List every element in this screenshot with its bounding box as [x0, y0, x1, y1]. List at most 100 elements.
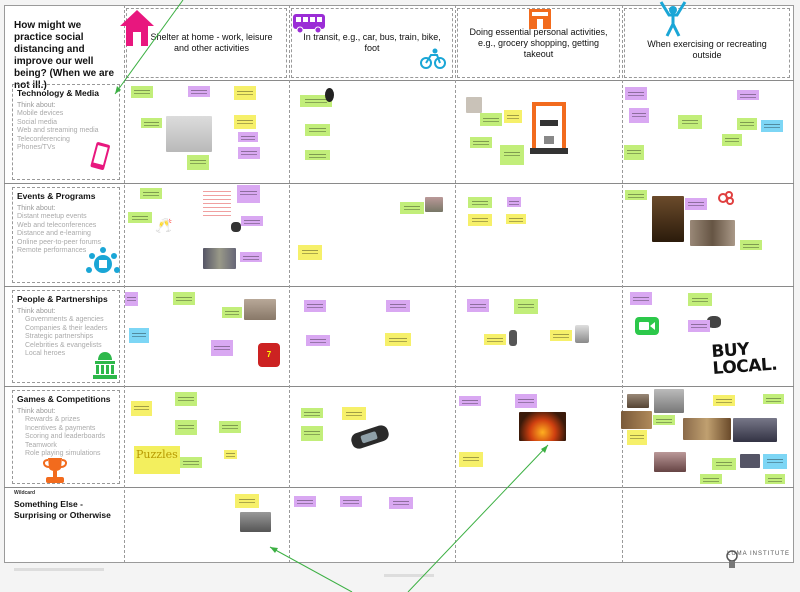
photo-3d-printer[interactable] — [526, 100, 572, 156]
sticky-note[interactable] — [131, 86, 153, 98]
sticky-note[interactable] — [219, 421, 241, 433]
sticky-note[interactable] — [459, 396, 481, 406]
sticky-note[interactable] — [737, 90, 759, 100]
sticky-note[interactable] — [700, 474, 722, 484]
photo-movie-poster[interactable] — [652, 196, 684, 242]
sticky-note[interactable] — [506, 214, 526, 224]
sticky-note[interactable] — [400, 202, 424, 214]
sticky-note[interactable] — [740, 240, 762, 250]
sticky-note[interactable] — [305, 150, 330, 160]
sticky-note[interactable] — [175, 420, 197, 435]
photo-person-silhouette[interactable] — [325, 88, 334, 102]
sticky-note[interactable] — [500, 145, 524, 165]
photo-bottle[interactable] — [509, 330, 517, 346]
wildcard-row-header[interactable]: Wildcard Something Else - Surprising or … — [14, 490, 124, 521]
sticky-note[interactable] — [685, 198, 707, 210]
row-header-technology[interactable]: Technology & Media Think about: Mobile d… — [12, 84, 120, 180]
sticky-note[interactable] — [713, 395, 735, 406]
sticky-note[interactable] — [129, 328, 149, 343]
sticky-note[interactable] — [175, 392, 197, 406]
sticky-note[interactable] — [504, 110, 522, 123]
sticky-note[interactable] — [515, 394, 537, 408]
sticky-note[interactable] — [340, 496, 362, 507]
sticky-note[interactable] — [389, 497, 413, 509]
sticky-note[interactable] — [238, 132, 258, 142]
photo-cleaning-hands[interactable] — [466, 97, 482, 113]
photo-child[interactable] — [654, 452, 686, 472]
sticky-note[interactable] — [298, 245, 322, 260]
photo-bingo-game[interactable]: 7 — [258, 343, 280, 367]
sticky-note[interactable] — [306, 335, 330, 346]
sticky-note[interactable] — [141, 118, 162, 128]
sticky-note[interactable] — [624, 145, 644, 160]
sticky-note[interactable] — [627, 430, 647, 445]
sticky-note[interactable] — [140, 188, 162, 199]
photo-bonfire[interactable] — [683, 418, 731, 440]
sticky-note[interactable] — [722, 134, 742, 146]
sticky-note[interactable] — [507, 197, 521, 207]
sticky-note[interactable] — [467, 299, 489, 312]
sticky-note[interactable] — [222, 307, 242, 318]
sticky-note[interactable] — [301, 426, 323, 441]
sticky-note[interactable] — [459, 452, 483, 467]
photo-memory-book[interactable] — [240, 512, 271, 532]
sticky-note[interactable] — [304, 300, 326, 312]
photo-supply-can[interactable] — [575, 325, 589, 343]
sticky-note[interactable] — [128, 212, 152, 223]
photo-campfire[interactable] — [519, 412, 566, 441]
sticky-note[interactable] — [385, 333, 411, 346]
photo-hand-lettering[interactable] — [203, 188, 231, 218]
photo-pickup[interactable] — [707, 316, 721, 328]
sticky-note[interactable] — [188, 86, 210, 97]
row-header-events[interactable]: Events & Programs Think about: Distant m… — [12, 187, 120, 283]
sticky-note[interactable] — [237, 185, 260, 203]
sticky-note[interactable] — [678, 115, 702, 129]
sticky-note[interactable] — [480, 113, 502, 126]
sticky-note[interactable] — [211, 340, 233, 356]
column-header-exercise[interactable]: When exercising or recreating outside — [624, 8, 790, 78]
sticky-note[interactable] — [765, 474, 785, 484]
photo-outdoor-scene[interactable] — [627, 394, 649, 408]
sticky-note[interactable] — [342, 407, 366, 420]
sticky-note[interactable] — [234, 86, 256, 100]
puzzles-note[interactable]: Puzzles — [134, 446, 180, 474]
photo-gym-class[interactable] — [690, 220, 735, 246]
sticky-note[interactable] — [625, 87, 647, 100]
photo-neighbors[interactable] — [244, 299, 276, 320]
sticky-note[interactable] — [187, 155, 209, 170]
sticky-note[interactable] — [761, 120, 783, 132]
photo-activity[interactable] — [621, 411, 652, 429]
sticky-note[interactable] — [173, 292, 195, 305]
sticky-note[interactable] — [301, 408, 323, 418]
sticky-note[interactable] — [241, 216, 263, 226]
sticky-note[interactable] — [180, 457, 202, 468]
photo-wine-glasses[interactable]: 🥂 — [155, 217, 173, 233]
sticky-note[interactable] — [300, 95, 332, 107]
sticky-note[interactable] — [470, 137, 492, 148]
sticky-note[interactable] — [131, 401, 152, 416]
sticky-note[interactable] — [625, 190, 647, 200]
sticky-note[interactable] — [234, 115, 256, 129]
sticky-note[interactable] — [125, 292, 138, 306]
photo-group-gathering[interactable] — [425, 197, 443, 212]
sticky-note[interactable] — [305, 124, 330, 136]
sticky-note[interactable] — [629, 108, 649, 123]
photo-crowd[interactable] — [654, 389, 684, 413]
column-header-transit[interactable]: In transit, e.g., car, bus, train, bike,… — [291, 8, 453, 78]
sticky-note[interactable] — [550, 330, 572, 341]
sticky-note[interactable] — [468, 214, 492, 226]
sticky-note[interactable] — [294, 496, 316, 507]
sticky-note[interactable] — [630, 292, 652, 305]
sticky-note[interactable] — [224, 450, 237, 459]
photo-group-outdoors[interactable] — [733, 418, 777, 442]
row-header-people[interactable]: People & Partnerships Think about: Gover… — [12, 290, 120, 383]
sticky-note[interactable] — [688, 293, 712, 306]
column-header-essential[interactable]: Doing essential personal activities, e.g… — [457, 8, 620, 78]
photo-game-device[interactable] — [347, 422, 393, 452]
photo-hand-gesture[interactable] — [231, 222, 241, 232]
sticky-note[interactable] — [514, 299, 538, 314]
photo-home-workspace[interactable] — [166, 116, 212, 152]
photo-team[interactable] — [740, 454, 760, 468]
sticky-note[interactable] — [763, 394, 784, 404]
sticky-note[interactable] — [238, 147, 260, 159]
